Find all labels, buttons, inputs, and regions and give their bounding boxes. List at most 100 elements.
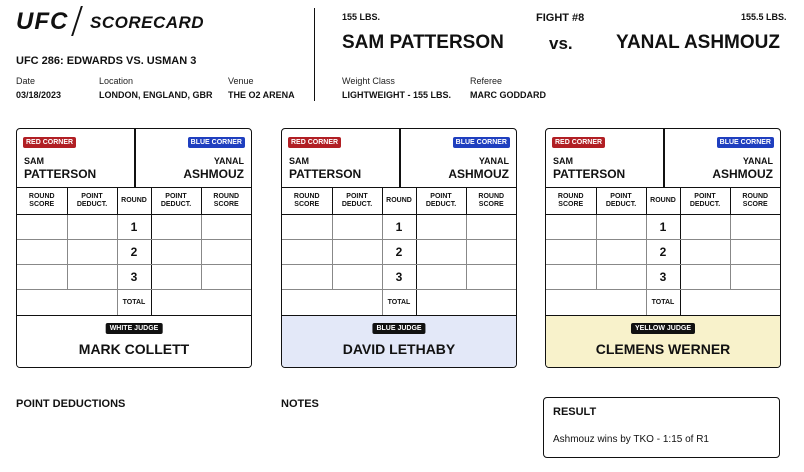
round-row: 3 — [546, 264, 780, 290]
blue-round-score-cell[interactable] — [466, 239, 516, 265]
red-point-deduct-cell[interactable] — [332, 214, 383, 240]
red-round-score-cell[interactable] — [17, 214, 68, 240]
red-total-cell[interactable] — [282, 289, 383, 316]
red-point-deduct-cell[interactable] — [67, 264, 118, 290]
judge-area: BLUE JUDGE DAVID LETHABY — [282, 316, 516, 367]
red-corner-badge: RED CORNER — [23, 137, 77, 148]
total-label: TOTAL — [116, 289, 152, 316]
red-fighter-first-name: SAM — [24, 156, 44, 166]
round-number: 2 — [645, 239, 681, 265]
logo-divider — [71, 6, 83, 36]
red-point-deduct-cell[interactable] — [67, 214, 118, 240]
blue-round-score-cell[interactable] — [201, 264, 251, 290]
total-label: TOTAL — [381, 289, 417, 316]
blue-point-deduct-cell[interactable] — [151, 239, 202, 265]
red-fighter-last-name: PATTERSON — [24, 167, 97, 181]
blue-point-deduct-cell[interactable] — [151, 264, 202, 290]
blue-point-deduct-cell[interactable] — [680, 214, 731, 240]
left-fighter-weight: 155 LBS. — [342, 12, 381, 22]
venue-label: Venue — [228, 76, 254, 86]
blue-round-score-cell[interactable] — [730, 239, 780, 265]
round-row: 1 — [546, 214, 780, 240]
round-number: 2 — [116, 239, 152, 265]
blue-total-cell[interactable] — [151, 289, 251, 316]
judge-area: YELLOW JUDGE CLEMENS WERNER — [546, 316, 780, 367]
blue-point-deduct-cell[interactable] — [416, 214, 467, 240]
blue-point-deduct-cell[interactable] — [416, 264, 467, 290]
blue-corner-badge: BLUE CORNER — [187, 137, 245, 148]
blue-total-cell[interactable] — [680, 289, 780, 316]
card-fighters-header: RED CORNER BLUE CORNER SAM PATTERSON YAN… — [282, 129, 516, 188]
blue-total-cell[interactable] — [416, 289, 516, 316]
result-text: Ashmouz wins by TKO - 1:15 of R1 — [553, 434, 709, 445]
round-header: ROUND — [116, 188, 152, 215]
red-point-deduct-cell[interactable] — [332, 239, 383, 265]
red-round-score-cell[interactable] — [282, 239, 333, 265]
round-row: 1 — [17, 214, 251, 240]
venue-value: THE O2 ARENA — [228, 90, 295, 100]
right-fighter-weight: 155.5 LBS. — [741, 12, 787, 22]
judge-name: DAVID LETHABY — [342, 341, 456, 357]
red-round-score-cell[interactable] — [282, 214, 333, 240]
blue-point-deduct-cell[interactable] — [151, 214, 202, 240]
judge-scorecard: RED CORNER BLUE CORNER SAM PATTERSON YAN… — [16, 128, 252, 368]
blue-round-score-cell[interactable] — [201, 214, 251, 240]
round-row: 2 — [546, 239, 780, 265]
blue-fighter-last-name: ASHMOUZ — [712, 167, 773, 181]
blue-round-score-cell[interactable] — [201, 239, 251, 265]
date-label: Date — [16, 76, 36, 86]
red-round-score-cell[interactable] — [17, 239, 68, 265]
red-point-deduct-cell[interactable] — [67, 239, 118, 265]
red-fighter-first-name: SAM — [553, 156, 573, 166]
red-round-score-cell[interactable] — [546, 264, 597, 290]
result-box: RESULT Ashmouz wins by TKO - 1:15 of R1 — [543, 397, 780, 458]
red-round-score-cell[interactable] — [282, 264, 333, 290]
red-point-deduct-cell[interactable] — [596, 214, 647, 240]
blue-point-deduct-cell[interactable] — [680, 239, 731, 265]
event-title: UFC 286: EDWARDS VS. USMAN 3 — [16, 55, 197, 67]
judge-area: WHITE JUDGE MARK COLLETT — [17, 316, 251, 367]
red-round-score-cell[interactable] — [546, 239, 597, 265]
round-number: 1 — [116, 214, 152, 240]
red-corner-badge: RED CORNER — [552, 137, 606, 148]
red-round-score-cell[interactable] — [546, 214, 597, 240]
notes-title: NOTES — [281, 398, 319, 410]
red-fighter-first-name: SAM — [289, 156, 309, 166]
red-point-deduct-cell[interactable] — [596, 264, 647, 290]
header-divider — [314, 8, 315, 101]
round-header: ROUND — [381, 188, 417, 215]
blue-fighter-last-name: ASHMOUZ — [183, 167, 244, 181]
card-corner-divider — [399, 129, 401, 187]
judge-badge: WHITE JUDGE — [105, 323, 163, 334]
red-point-deduct-cell[interactable] — [596, 239, 647, 265]
judge-scorecard: RED CORNER BLUE CORNER SAM PATTERSON YAN… — [281, 128, 517, 368]
blue-corner-badge: BLUE CORNER — [716, 137, 774, 148]
red-total-cell[interactable] — [17, 289, 118, 316]
scorecard-title: SCORECARD — [90, 13, 205, 32]
blue-round-score-cell[interactable] — [466, 214, 516, 240]
blue-point-deduct-cell[interactable] — [416, 239, 467, 265]
blue-round-score-cell[interactable] — [730, 214, 780, 240]
left-fighter-name: SAM PATTERSON — [342, 32, 504, 53]
blue-point-deduct-cell[interactable] — [680, 264, 731, 290]
judge-scorecard: RED CORNER BLUE CORNER SAM PATTERSON YAN… — [545, 128, 781, 368]
referee-label: Referee — [470, 76, 503, 86]
red-round-score-cell[interactable] — [17, 264, 68, 290]
blue-round-score-cell[interactable] — [466, 264, 516, 290]
red-total-cell[interactable] — [546, 289, 647, 316]
blue-round-score-cell[interactable] — [730, 264, 780, 290]
red-point-deduct-cell[interactable] — [332, 264, 383, 290]
judge-badge: BLUE JUDGE — [372, 323, 426, 334]
red-fighter-last-name: PATTERSON — [553, 167, 626, 181]
card-fighters-header: RED CORNER BLUE CORNER SAM PATTERSON YAN… — [17, 129, 251, 188]
